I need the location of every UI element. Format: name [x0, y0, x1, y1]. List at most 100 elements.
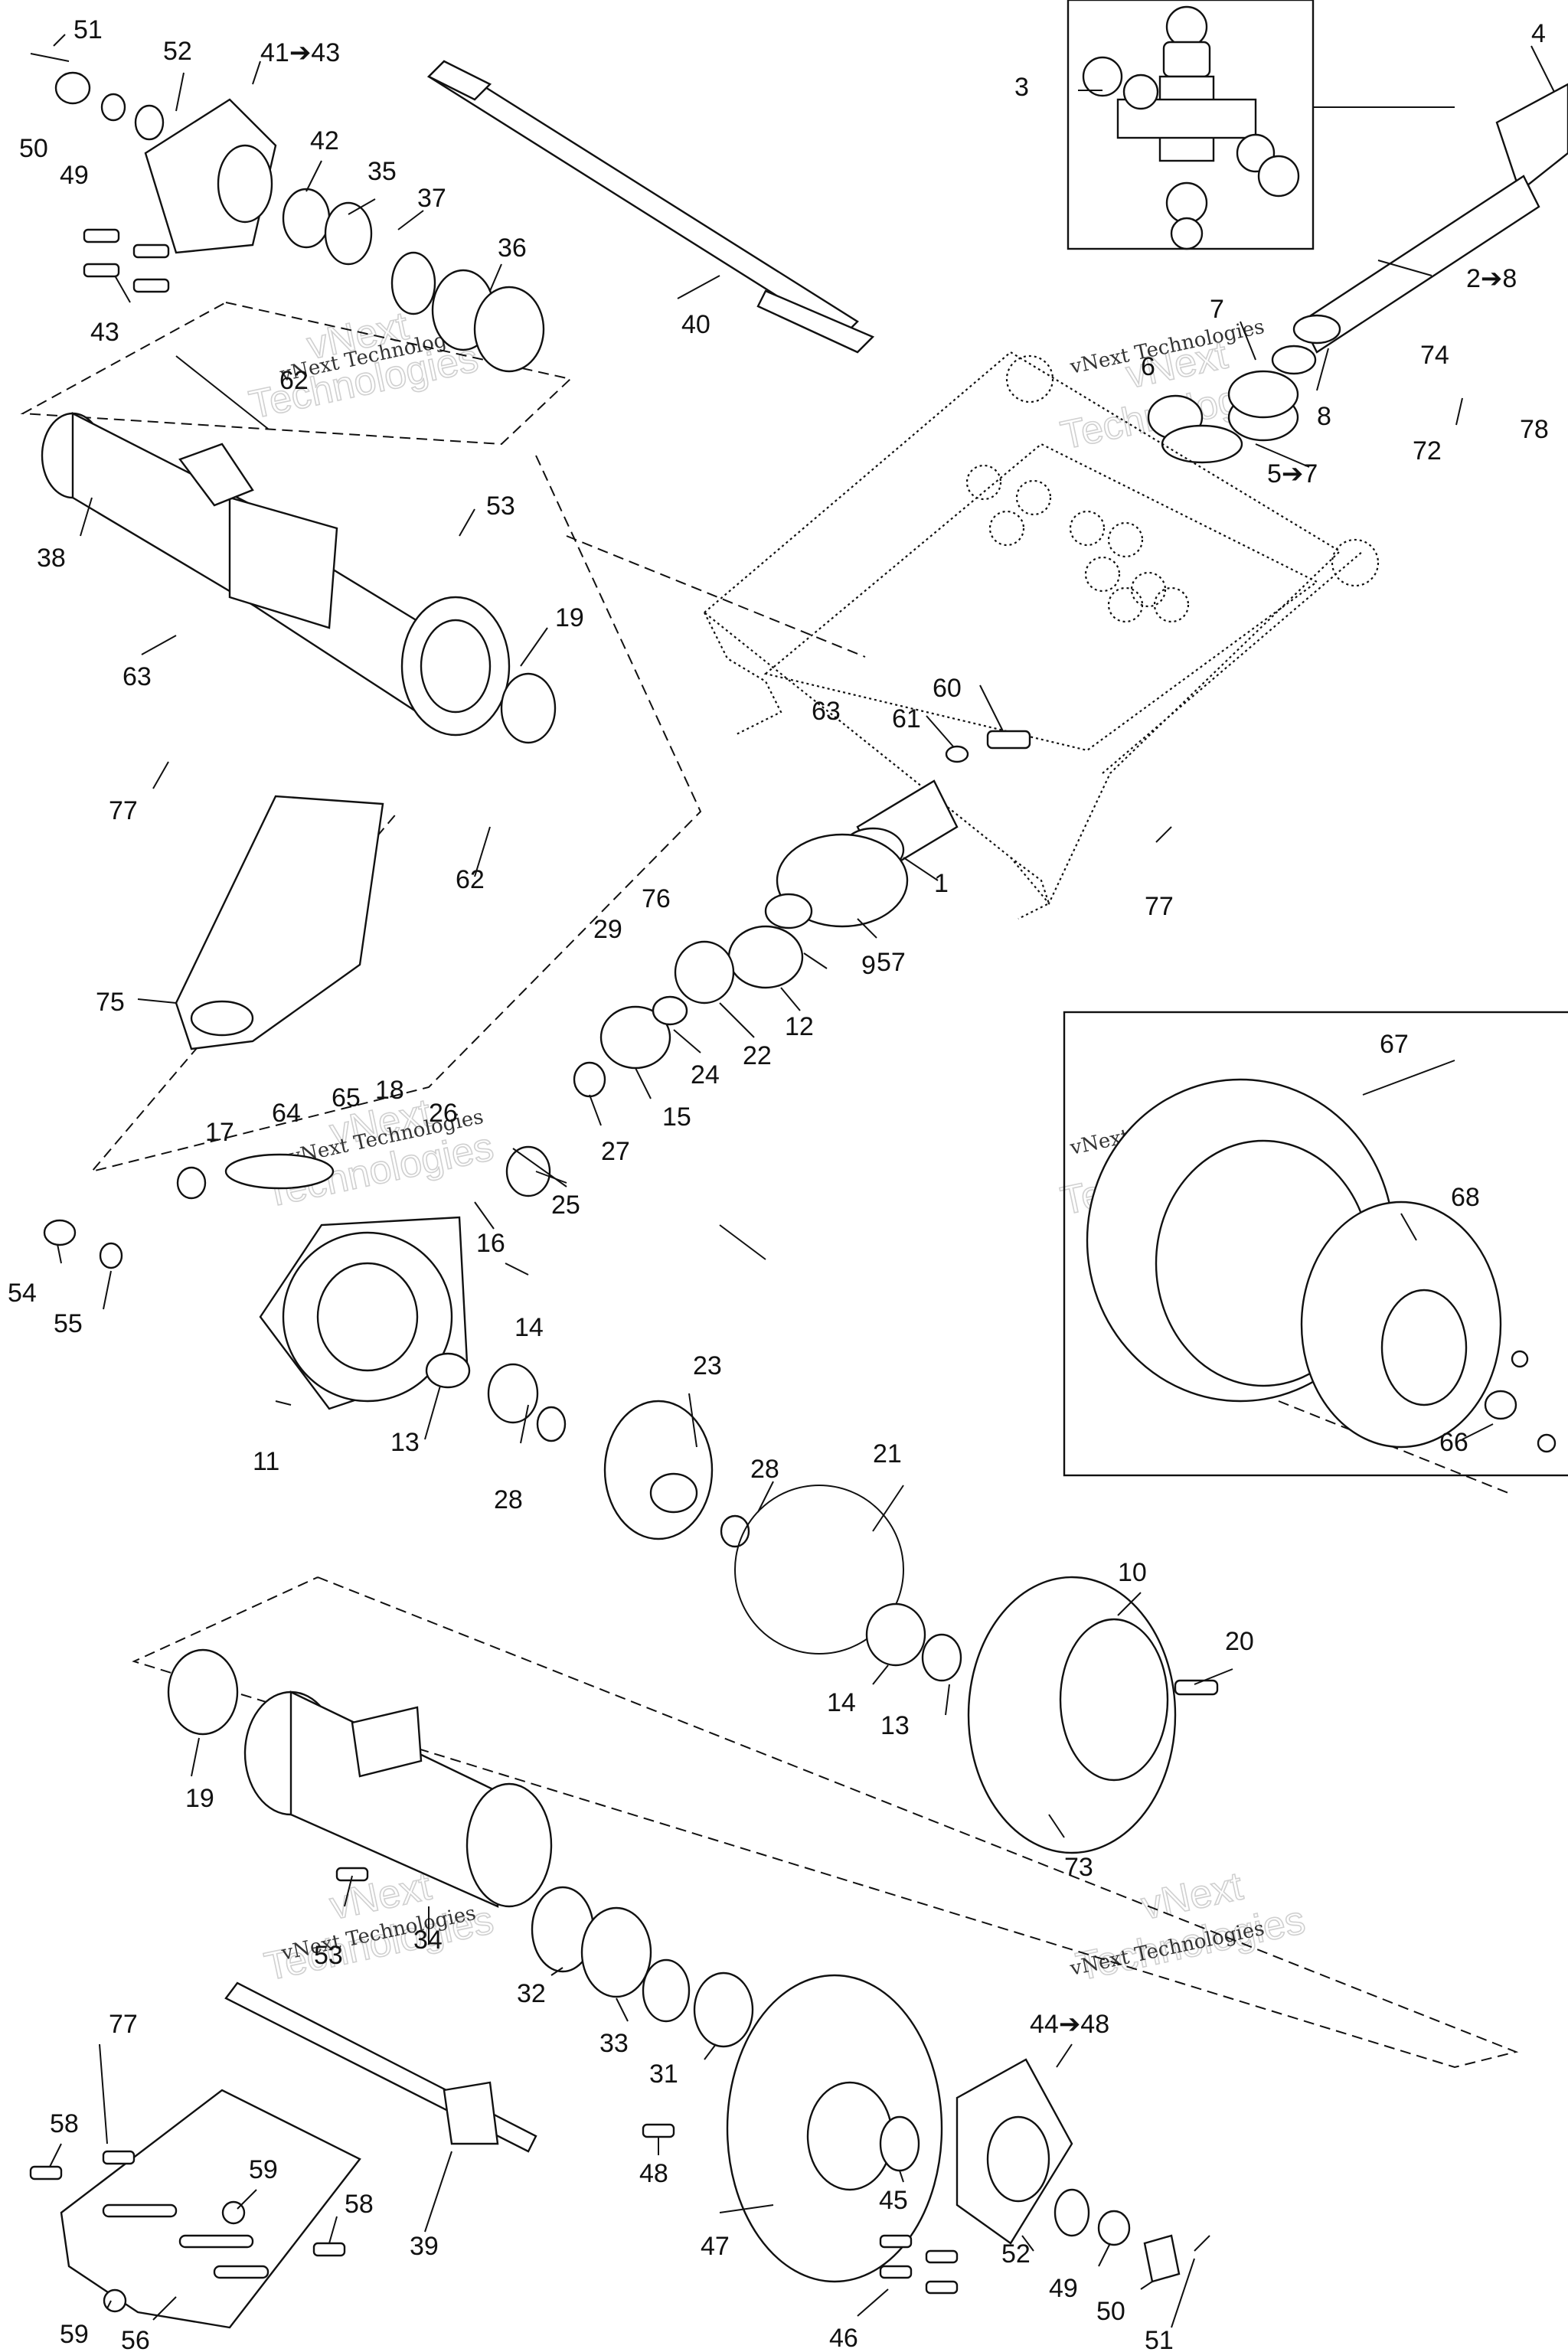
part-label-57: 57 — [877, 948, 906, 977]
part-label-45: 45 — [879, 2186, 908, 2215]
part-label-77-left: 77 — [109, 796, 138, 825]
brake-disc-hub — [642, 1974, 1210, 2295]
part-label-1: 1 — [934, 869, 949, 898]
part-label-34: 34 — [413, 1926, 443, 1955]
part-label-6: 6 — [1141, 352, 1155, 381]
part-label-51-bottom: 51 — [1145, 2326, 1174, 2352]
part-label-61: 61 — [892, 704, 921, 733]
part-label-43: 43 — [90, 318, 119, 347]
part-label-18: 18 — [375, 1076, 404, 1105]
part-label-17: 17 — [205, 1118, 234, 1147]
part-label-72: 72 — [1413, 436, 1442, 466]
part-label-28-left: 28 — [494, 1485, 523, 1514]
part-label-64: 64 — [272, 1099, 301, 1128]
part-label-74: 74 — [1420, 341, 1449, 370]
part-label-36: 36 — [498, 234, 527, 263]
part-label-49: 49 — [60, 161, 89, 190]
lower-axle-tube — [167, 1648, 754, 2048]
part-label-63-mid: 63 — [812, 697, 841, 726]
part-label-58-right: 58 — [345, 2190, 374, 2219]
top-axle-shaft — [426, 60, 875, 354]
wheel-tire — [1086, 1078, 1557, 1453]
part-label-19-bottom: 19 — [185, 1784, 214, 1813]
part-label-66: 66 — [1439, 1428, 1468, 1457]
part-label-7: 7 — [1210, 295, 1224, 324]
mounting-bracket — [175, 795, 384, 1050]
part-label-29: 29 — [593, 915, 622, 944]
part-label-4: 4 — [1531, 19, 1546, 48]
part-label-42: 42 — [310, 126, 339, 155]
part-label-53-top: 53 — [486, 492, 515, 521]
part-label-53-bottom: 53 — [314, 1941, 343, 1970]
part-label-40: 40 — [681, 310, 710, 339]
part-label-48: 48 — [639, 2159, 668, 2188]
part-label-14-right: 14 — [827, 1688, 856, 1717]
rear-cover — [967, 1576, 1219, 1854]
part-label-51: 51 — [74, 15, 103, 44]
part-label-62-mid: 62 — [456, 865, 485, 894]
part-label-76: 76 — [642, 884, 671, 913]
part-label-46: 46 — [829, 2324, 858, 2352]
part-label-60: 60 — [933, 674, 962, 703]
part-label-25: 25 — [551, 1191, 580, 1220]
wheel-detail-box — [1063, 1011, 1568, 1477]
part-label-55: 55 — [54, 1309, 83, 1338]
part-label-77-right: 77 — [1145, 892, 1174, 921]
part-label-50: 50 — [19, 134, 48, 163]
part-label-47: 47 — [701, 2232, 730, 2261]
part-label-75: 75 — [96, 988, 125, 1017]
part-label-19-top: 19 — [555, 603, 584, 632]
part-label-2-8: 2➔8 — [1466, 264, 1517, 293]
part-label-20: 20 — [1225, 1627, 1254, 1656]
part-label-77-bottom: 77 — [109, 2010, 138, 2039]
part-label-56: 56 — [121, 2326, 150, 2352]
assembly-outlines — [20, 302, 1519, 2069]
part-label-58-left: 58 — [50, 2109, 79, 2138]
part-label-62-top: 62 — [279, 366, 309, 395]
part-label-14-left: 14 — [514, 1313, 544, 1342]
part-label-39: 39 — [410, 2232, 439, 2261]
part-label-54: 54 — [8, 1279, 37, 1308]
leader-lines — [49, 34, 1555, 2328]
part-label-10: 10 — [1118, 1558, 1147, 1587]
u-joint-kit — [1082, 5, 1300, 250]
part-label-23: 23 — [693, 1351, 722, 1380]
part-label-37: 37 — [417, 184, 446, 213]
drive-shaft — [1147, 83, 1568, 464]
part-label-5-7: 5➔7 — [1267, 459, 1318, 488]
part-label-68: 68 — [1451, 1183, 1480, 1212]
part-label-31: 31 — [649, 2060, 678, 2089]
part-labels: 51 52 41➔43 50 49 42 35 37 36 43 40 62 3… — [8, 15, 1549, 2352]
part-label-65: 65 — [332, 1083, 361, 1112]
part-label-13-left: 13 — [390, 1428, 420, 1457]
part-label-9: 9 — [861, 951, 876, 980]
lower-axle-shaft — [224, 1981, 537, 2153]
part-label-21: 21 — [873, 1439, 902, 1468]
part-label-52: 52 — [163, 37, 192, 66]
part-label-49-bottom: 49 — [1049, 2274, 1078, 2303]
part-label-16: 16 — [476, 1229, 505, 1258]
skid-plate — [29, 2089, 361, 2329]
upper-axle-tube — [41, 412, 557, 744]
part-label-28-right: 28 — [750, 1455, 779, 1484]
part-label-33: 33 — [599, 2029, 629, 2058]
part-label-11: 11 — [253, 1447, 279, 1476]
part-label-22: 22 — [743, 1041, 772, 1070]
differential-housing — [43, 1145, 962, 1682]
part-label-38: 38 — [37, 544, 66, 573]
part-label-3: 3 — [1014, 73, 1029, 102]
part-label-24: 24 — [691, 1060, 720, 1089]
part-label-44-48: 44➔48 — [1030, 2010, 1109, 2039]
part-label-59-bottom: 59 — [60, 2320, 89, 2349]
top-wheel-hub — [30, 53, 545, 373]
part-label-8: 8 — [1317, 402, 1331, 431]
part-label-15: 15 — [662, 1102, 691, 1132]
pivot-parts — [573, 730, 1031, 1098]
part-label-13-right: 13 — [880, 1711, 910, 1740]
part-label-59-top: 59 — [249, 2155, 278, 2184]
part-label-52-bottom: 52 — [1001, 2239, 1031, 2269]
part-label-26: 26 — [429, 1099, 458, 1128]
part-label-41-43: 41➔43 — [260, 38, 340, 67]
part-label-63-left: 63 — [122, 662, 152, 691]
part-label-35: 35 — [368, 157, 397, 186]
